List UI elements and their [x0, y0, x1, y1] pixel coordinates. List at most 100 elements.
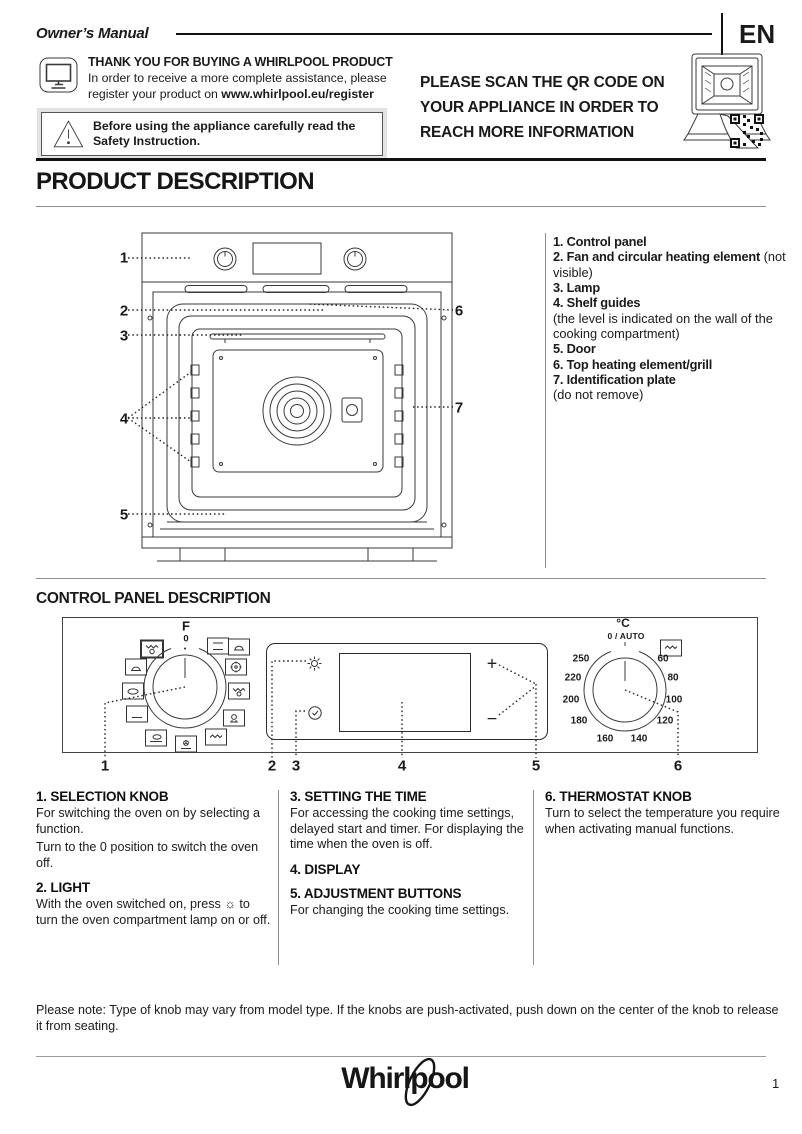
panel-callout-number: 2	[267, 757, 277, 775]
product-part-item: 4. Shelf guides(the level is indicated o…	[553, 295, 773, 342]
safety-warning-text: Before using the appliance carefully rea…	[92, 118, 356, 148]
legend-divider	[533, 790, 534, 965]
legend-column-2: 3. SETTING THE TIME For accessing the coo…	[290, 789, 530, 921]
panel-callout-number: 3	[291, 757, 301, 775]
brand-logo-loop	[404, 1057, 436, 1107]
fan-bottom-heat-icon	[175, 735, 197, 753]
product-description-heading: PRODUCT DESCRIPTION	[36, 168, 315, 195]
qr-code	[730, 114, 764, 148]
thermostat-temp-label: 80	[667, 672, 679, 684]
cake-auto-icon	[125, 658, 147, 676]
diagram-callout-number: 4	[119, 410, 129, 428]
display-screen	[339, 653, 471, 732]
panel-callout-number: 6	[673, 757, 683, 775]
panel-callout-number: 4	[397, 757, 407, 775]
scan-line: YOUR APPLIANCE IN ORDER TO	[420, 99, 659, 116]
legend-heading: 5. ADJUSTMENT BUTTONS	[290, 885, 462, 901]
legend-heading: 3. SETTING THE TIME	[290, 789, 427, 804]
product-part-item: 6. Top heating element/grill	[553, 356, 713, 372]
panel-callout-number: 1	[100, 757, 110, 775]
keep-warm-icon	[228, 638, 250, 656]
grill-icon	[205, 728, 227, 746]
diagram-callout-number: 7	[454, 399, 464, 417]
diagram-callout-number: 3	[119, 327, 129, 345]
warning-triangle-icon	[53, 120, 84, 148]
diagram-callout-number: 6	[454, 302, 464, 320]
bottom-note: Please note: Type of knob may vary from …	[36, 1003, 779, 1034]
thermostat-temp-label: 180	[570, 715, 588, 727]
thermostat-temp-label: 120	[656, 715, 674, 727]
legend-column-1: 1. SELECTION KNOB For switching the oven …	[36, 789, 274, 932]
thermostat-temp-label: 200	[562, 694, 580, 706]
scan-line: REACH MORE INFORMATION	[420, 124, 635, 141]
scan-line: PLEASE SCAN THE QR CODE ON	[420, 74, 665, 91]
control-panel-diagram: F 0 + − °C 0 / AUTO 250 220 200 180 160 140 12…	[62, 616, 758, 753]
legend-heading: 6. THERMOSTAT KNOB	[545, 789, 692, 804]
diagram-callout-lines	[127, 257, 454, 515]
legend-paragraph: For changing the cooking time settings.	[290, 902, 510, 917]
thanks-line2: register your product on www.whirlpool.e…	[88, 87, 374, 103]
product-part-item: 1. Control panel	[553, 234, 647, 249]
register-url: www.whirlpool.eu/register	[221, 87, 374, 101]
oven-qr-illustration	[683, 53, 771, 149]
thermostat-auto-label: 0 / AUTO	[607, 631, 645, 641]
diagram-callout-number: 5	[119, 506, 129, 524]
product-part-item: 7. Identification plate(do not remove)	[553, 372, 676, 403]
legend-paragraph: For switching the oven on by selecting a…	[36, 806, 261, 836]
defrost-grill-fan-icon	[140, 639, 164, 659]
thermostat-temp-label: 60	[657, 653, 669, 665]
register-monitor-icon	[39, 57, 78, 93]
diagram-callout-number: 2	[119, 302, 129, 320]
pizza-auto-icon	[122, 682, 144, 700]
heading-underline	[36, 206, 766, 207]
thanks-line1: In order to receive a more complete assi…	[88, 71, 387, 85]
scan-qr-text: PLEASE SCAN THE QR CODE ON YOUR APPLIANC…	[420, 70, 665, 145]
thermostat-temp-label: 100	[665, 694, 683, 706]
legend-paragraph: For accessing the cooking time settings,…	[290, 806, 524, 852]
footer-rule	[36, 1056, 766, 1057]
section-rule	[36, 158, 766, 161]
eco-forced-air-icon	[223, 709, 245, 727]
legend-paragraph: Turn to the 0 position to switch the ove…	[36, 840, 259, 870]
thermostat-temp-label: 140	[630, 733, 648, 745]
fan-icon	[225, 658, 247, 676]
product-part-item: 3. Lamp	[553, 280, 600, 296]
display-module	[266, 643, 548, 740]
legend-heading: 4. DISPLAY	[290, 861, 361, 877]
legend-heading: 2. LIGHT	[36, 880, 90, 896]
selector-zero-label: 0	[183, 633, 189, 645]
thermostat-unit-label: °C	[616, 616, 630, 630]
safety-warning-box: Before using the appliance carefully rea…	[37, 108, 387, 160]
header-rule	[176, 33, 712, 35]
minus-button-label: −	[486, 708, 498, 729]
legend-heading: 1. SELECTION KNOB	[36, 789, 169, 804]
page-number: 1	[772, 1076, 780, 1091]
conventional-icon	[207, 637, 229, 655]
language-divider	[721, 13, 723, 55]
thermostat-temp-label: 220	[564, 672, 582, 684]
thermostat-temp-label: 160	[596, 733, 614, 745]
plus-button-label: +	[486, 653, 498, 674]
legend-paragraph: With the oven switched on, press ☼ to tu…	[36, 897, 271, 928]
bottom-heat-icon	[126, 705, 148, 723]
legend-column-3: 6. THERMOSTAT KNOB Turn to select the tem…	[545, 789, 795, 840]
control-panel-heading: CONTROL PANEL DESCRIPTION	[36, 590, 271, 607]
brand-logo: Whirlpool	[330, 1057, 480, 1107]
doc-title: Owner’s Manual	[36, 25, 149, 42]
product-part-item: 2. Fan and circular heating element (not…	[553, 249, 786, 280]
language-code: EN	[739, 19, 776, 49]
xl-roast-icon	[145, 729, 167, 747]
thanks-title: THANK YOU FOR BUYING A WHIRLPOOL PRODUCT	[88, 55, 393, 69]
legend-divider	[278, 790, 279, 965]
legend-paragraph: Turn to select the temperature you requi…	[545, 806, 780, 836]
diagram-callout-number: 1	[119, 249, 129, 267]
section-divider	[36, 578, 766, 579]
selector-f-label: F	[182, 618, 190, 634]
list-divider	[545, 233, 546, 568]
thermostat-temp-label: 250	[572, 653, 590, 665]
thanks-line2-text: register your product on	[88, 87, 222, 101]
turbo-grill-icon	[228, 682, 250, 700]
product-part-item: 5. Door	[553, 341, 596, 357]
